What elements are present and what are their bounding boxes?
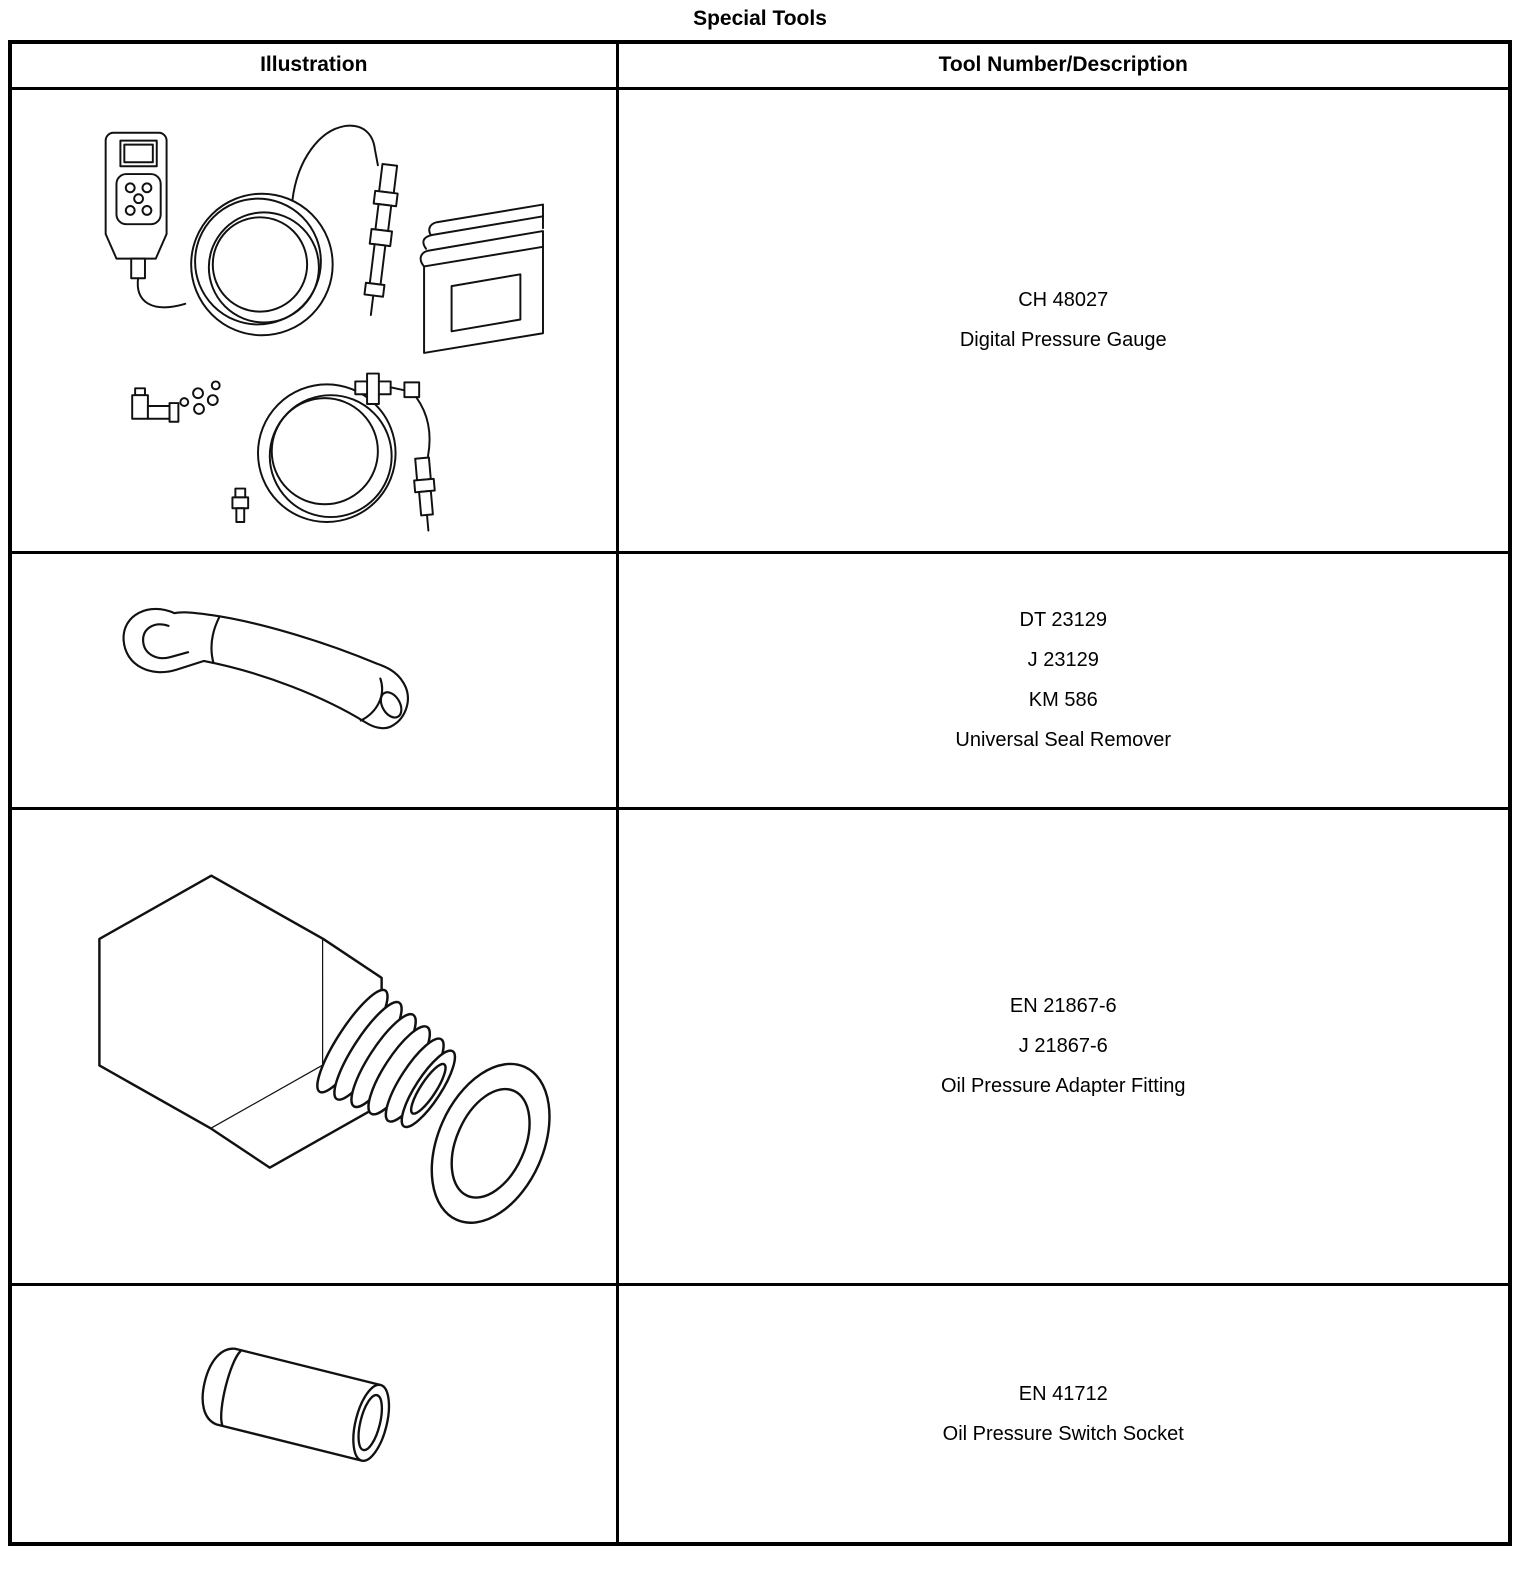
- special-tools-table: Illustration Tool Number/Description: [8, 40, 1512, 1546]
- illustration-cell: [8, 1282, 619, 1546]
- tool-number: DT 23129: [1019, 609, 1107, 631]
- tool-number: J 23129: [1027, 649, 1099, 671]
- table-row: DT 23129 J 23129 KM 586 Universal Seal R…: [8, 550, 1512, 810]
- universal-seal-remover-illustration: [122, 607, 409, 729]
- tool-number: J 21867-6: [1018, 1035, 1108, 1057]
- tool-number: EN 41712: [1018, 1382, 1108, 1405]
- tool-description: Digital Pressure Gauge: [959, 329, 1167, 351]
- illustration-cell: [8, 86, 619, 554]
- tool-number: EN 21867-6: [1009, 995, 1117, 1017]
- description-cell: EN 21867-6 J 21867-6 Oil Pressure Adapte…: [615, 806, 1512, 1286]
- table-row: EN 41712 Oil Pressure Switch Socket: [8, 1282, 1512, 1546]
- tool-description: Oil Pressure Adapter Fitting: [940, 1075, 1186, 1097]
- tool-description: Universal Seal Remover: [955, 729, 1172, 751]
- oil-pressure-adapter-fitting-illustration: [98, 874, 551, 1224]
- page-title: Special Tools: [693, 7, 827, 30]
- table-row: EN 21867-6 J 21867-6 Oil Pressure Adapte…: [8, 806, 1512, 1286]
- table-row: CH 48027 Digital Pressure Gauge: [8, 86, 1512, 554]
- oil-pressure-switch-socket-illustration: [201, 1347, 390, 1463]
- description-cell: CH 48027 Digital Pressure Gauge: [615, 86, 1512, 554]
- illustration-cell: [8, 806, 619, 1286]
- column-header-illustration: Illustration: [8, 40, 619, 90]
- description-cell: DT 23129 J 23129 KM 586 Universal Seal R…: [615, 550, 1512, 810]
- column-header-tool-number-description: Tool Number/Description: [615, 40, 1512, 90]
- description-cell: EN 41712 Oil Pressure Switch Socket: [615, 1282, 1512, 1546]
- tool-number: KM 586: [1028, 689, 1098, 711]
- tool-description: Oil Pressure Switch Socket: [942, 1422, 1184, 1445]
- table-header-row: Illustration Tool Number/Description: [8, 40, 1512, 90]
- tool-number: CH 48027: [1018, 289, 1109, 311]
- digital-pressure-gauge-illustration: [104, 124, 544, 532]
- illustration-cell: [8, 550, 619, 810]
